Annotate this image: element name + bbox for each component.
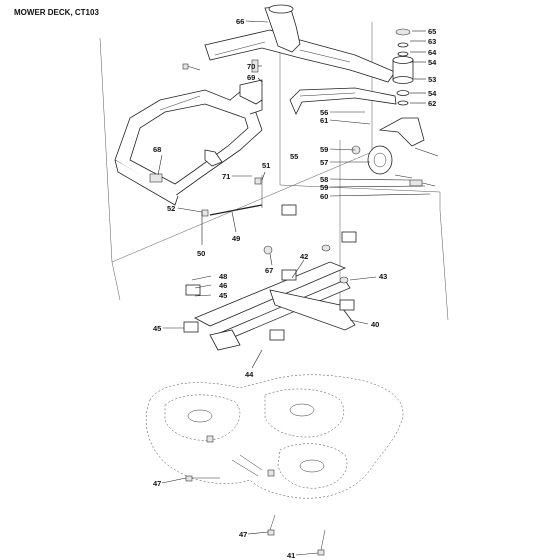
diagram-title: MOWER DECK, CT103	[14, 8, 99, 17]
upper-bracket	[239, 59, 263, 105]
callout-44: 44	[245, 370, 254, 379]
callout-63: 63	[428, 37, 436, 46]
linkage-rod	[201, 175, 263, 245]
callout-67: 67	[265, 266, 273, 275]
callout-70: 70	[247, 62, 255, 71]
callout-45: 45	[219, 291, 227, 300]
callout-51: 51	[262, 161, 270, 170]
deck-frame	[114, 89, 263, 206]
callout-56: 56	[320, 108, 328, 117]
callout-59: 59	[320, 145, 328, 154]
callout-42: 42	[300, 252, 308, 261]
callout-55: 55	[290, 152, 298, 161]
caster-wheel-assembly	[351, 28, 439, 187]
callout-54: 54	[428, 89, 437, 98]
callout-69: 69	[247, 73, 255, 82]
deck-bolts	[185, 475, 326, 556]
callout-47: 47	[153, 479, 161, 488]
callout-59: 59	[320, 183, 328, 192]
callout-71: 71	[222, 172, 230, 181]
callout-45: 45	[153, 324, 161, 333]
mower-deck	[146, 374, 404, 499]
callout-52: 52	[167, 204, 175, 213]
callout-65: 65	[428, 27, 436, 36]
leader-lines	[157, 20, 431, 556]
callout-57: 57	[320, 158, 328, 167]
callout-43: 43	[379, 272, 387, 281]
callout-68: 68	[153, 145, 161, 154]
callout-64: 64	[428, 48, 437, 57]
callout-48: 48	[219, 272, 227, 281]
callout-60: 60	[320, 192, 328, 201]
callout-40: 40	[371, 320, 379, 329]
callout-61: 61	[320, 116, 328, 125]
lift-bar-assembly	[183, 204, 357, 351]
callout-41: 41	[287, 551, 295, 560]
callout-47: 47	[239, 530, 247, 539]
callout-53: 53	[428, 75, 436, 84]
callout-54: 54	[428, 58, 437, 67]
assembly-frame-lines	[99, 22, 449, 321]
callout-58: 58	[320, 175, 328, 184]
callout-50: 50	[197, 249, 205, 258]
lift-handle-assembly	[182, 4, 397, 115]
callouts: 66 65 63 64 54 70 69 53 54 62 56 61 59 5…	[153, 17, 437, 560]
callout-66: 66	[236, 17, 244, 26]
callout-49: 49	[232, 234, 240, 243]
callout-62: 62	[428, 99, 436, 108]
callout-46: 46	[219, 281, 227, 290]
